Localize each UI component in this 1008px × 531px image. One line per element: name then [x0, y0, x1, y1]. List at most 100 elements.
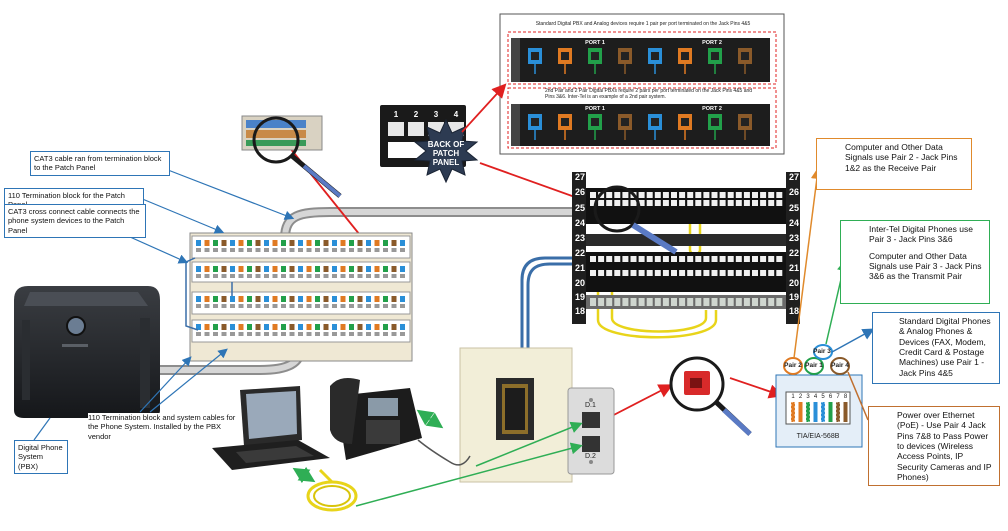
rack-unit-number-right-20: 20: [789, 278, 800, 288]
wall-plate: [567, 387, 615, 475]
rack-port: [606, 200, 613, 206]
pair-2-label: Pair 2: [784, 362, 802, 369]
block-pin-label: [349, 332, 354, 336]
block-pin: [264, 240, 269, 246]
rack-unit-number-right-19: 19: [789, 292, 800, 302]
block-pin-label: [289, 248, 295, 252]
block-pin: [315, 296, 320, 302]
block-pin: [230, 296, 235, 302]
block-pin: [221, 266, 227, 272]
block-pin-label: [323, 304, 329, 308]
block-pin: [374, 296, 380, 302]
block-pin: [272, 324, 278, 330]
pin-wire-6: [828, 402, 833, 422]
block-pin: [323, 266, 329, 272]
block-pin-label: [264, 332, 269, 336]
pin-wire-5: [821, 402, 825, 422]
block-pin-label: [323, 248, 329, 252]
block-pin-label: [315, 332, 320, 336]
block-pin-label: [298, 304, 303, 308]
comparison-port-2b: PORT 2: [702, 106, 722, 112]
block-pin-label: [196, 304, 201, 308]
rack-port: [735, 270, 742, 276]
block-pin: [315, 324, 320, 330]
block-pin: [340, 324, 346, 330]
rack-port: [679, 270, 686, 276]
switch-port: [727, 298, 734, 306]
block-pin-label: [349, 274, 354, 278]
rack-port: [654, 256, 661, 262]
block-pin-label: [264, 274, 269, 278]
termination-block-thumbnail: [241, 115, 342, 198]
back-of-patch-panel-starburst: [413, 118, 479, 184]
block-pin-label: [349, 304, 354, 308]
block-pin-label: [306, 304, 312, 308]
rack-unit-number-25: 25: [575, 203, 586, 213]
switch-port: [662, 298, 669, 306]
rack-port: [695, 200, 702, 206]
rack-unit-number-right-25: 25: [789, 203, 800, 213]
patch-panel-ports: [590, 192, 783, 306]
block-pin: [247, 296, 252, 302]
rack-port: [598, 200, 605, 206]
block-pin: [196, 296, 201, 302]
rack-unit-number-23: 23: [575, 233, 586, 243]
block-pin: [196, 240, 201, 246]
rack-port: [776, 192, 783, 198]
rack-port: [695, 270, 702, 276]
block-pin-label: [238, 274, 244, 278]
rack-port: [590, 256, 596, 262]
block-pin: [289, 324, 295, 330]
block-pin: [306, 324, 312, 330]
block-pin-label: [315, 274, 320, 278]
callout-intertel-group: Inter-Tel Digital Phones use Pair 3 - Ja…: [840, 220, 990, 304]
pair-3-label: Pair 3: [813, 348, 831, 355]
block-pin: [281, 240, 286, 246]
block-pin-label: [383, 274, 388, 278]
rack-port: [743, 192, 750, 198]
block-pin: [323, 240, 329, 246]
callout-computer-receive: Computer and Other Data Signals use Pair…: [816, 138, 972, 190]
jack-pin-number-2: 2: [798, 394, 803, 400]
rack-port: [654, 192, 661, 198]
block-pin: [281, 296, 286, 302]
switch-port: [638, 298, 645, 306]
rack-port: [687, 270, 694, 276]
rack-port: [727, 270, 734, 276]
block-pin-label: [247, 248, 252, 252]
block-pin-label: [298, 248, 303, 252]
pin-wire-7: [836, 402, 840, 422]
switch-port: [622, 298, 629, 306]
block-pin: [383, 240, 388, 246]
rack-port: [654, 270, 661, 276]
110-block-pins: [196, 240, 405, 336]
block-pin-label: [230, 274, 235, 278]
block-pin: [204, 324, 210, 330]
rack-port: [646, 256, 653, 262]
block-pin-label: [323, 274, 329, 278]
switch-port: [776, 298, 783, 306]
pbx-unit: [14, 286, 160, 418]
callout-standard-digital-text: Standard Digital Phones & Analog Phones …: [899, 316, 991, 378]
rack-port: [752, 200, 758, 206]
block-pin-label: [204, 274, 210, 278]
rack-port: [662, 192, 669, 198]
rack-port: [735, 256, 742, 262]
green-arrow-wall-d1: [475, 421, 583, 467]
block-pin: [349, 324, 354, 330]
rack-port: [719, 200, 726, 206]
block-pin: [221, 240, 227, 246]
starburst-label: BACK OF PATCH PANEL: [427, 140, 465, 167]
switch-port: [646, 298, 653, 306]
rack-port: [598, 270, 605, 276]
rack-port: [695, 192, 702, 198]
block-pin-label: [196, 332, 201, 336]
block-pin-label: [230, 332, 235, 336]
block-pin: [272, 266, 278, 272]
blue-cable-run: [520, 256, 590, 360]
block-pin: [357, 240, 363, 246]
rack-port: [768, 270, 775, 276]
rack-port: [727, 256, 734, 262]
rack-port: [743, 270, 750, 276]
